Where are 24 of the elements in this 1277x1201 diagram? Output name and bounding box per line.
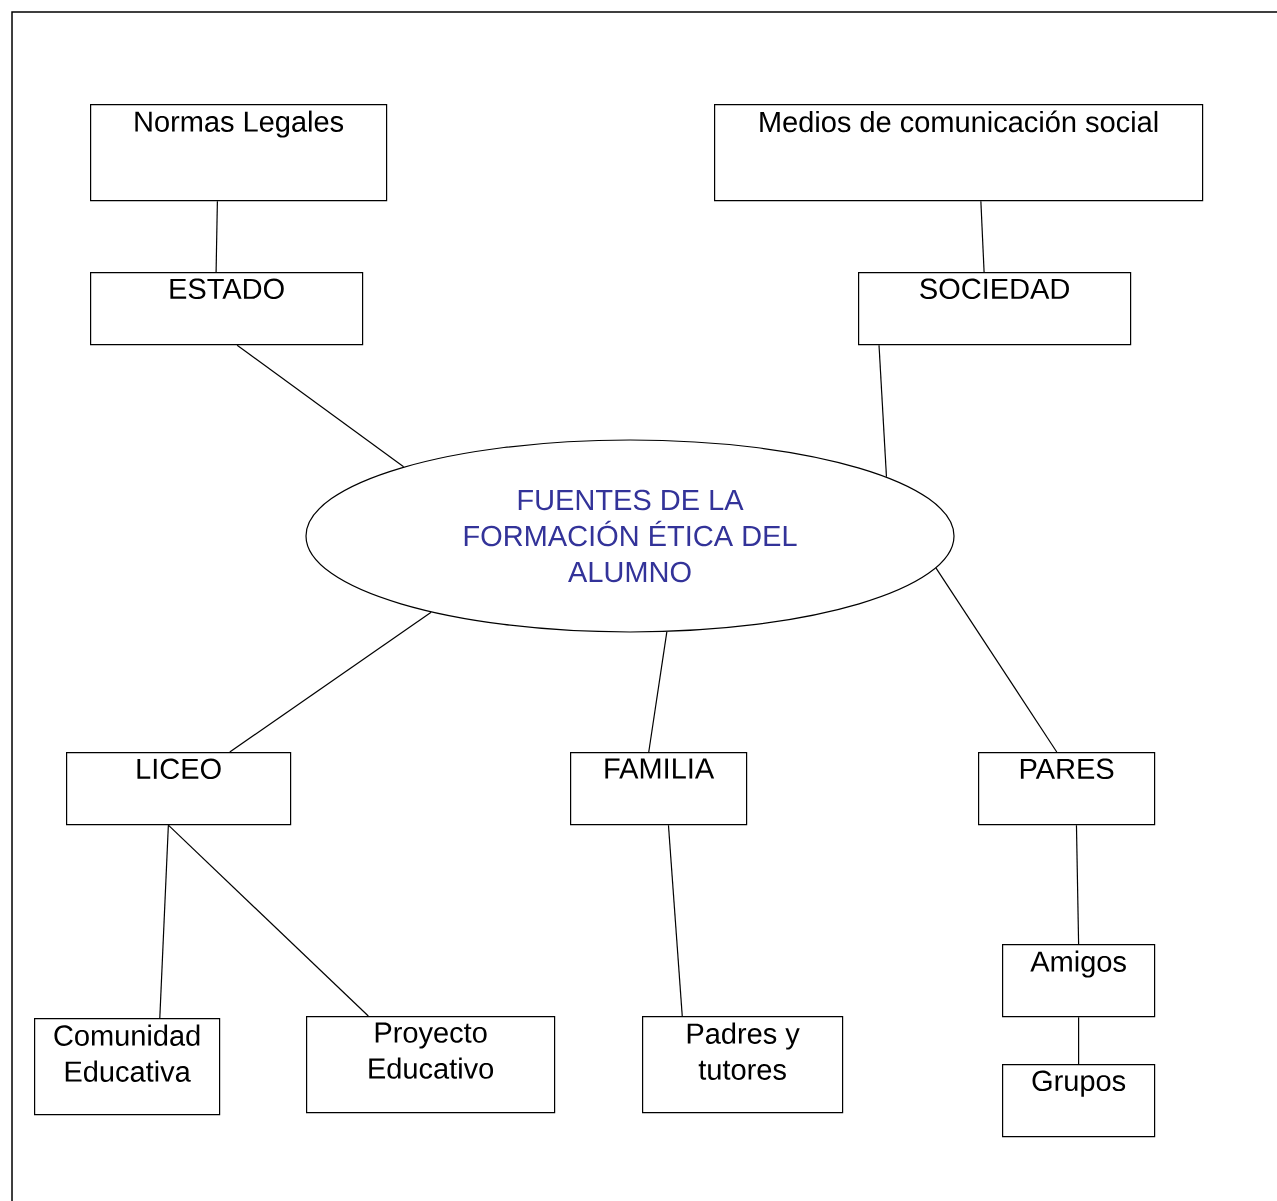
connector-line bbox=[878, 344, 888, 478]
connector-line bbox=[159, 824, 169, 1019]
connector-line bbox=[980, 200, 985, 273]
connector-line bbox=[1075, 824, 1080, 945]
connector-line bbox=[236, 344, 405, 468]
connector-line bbox=[648, 631, 668, 753]
text-box: Medios de comunicación social bbox=[714, 104, 1204, 202]
connector-line bbox=[1078, 1016, 1080, 1065]
text-box: Padres y tutores bbox=[642, 1016, 844, 1114]
text-box: Comunidad Educativa bbox=[34, 1018, 221, 1116]
text-box: PARES bbox=[978, 752, 1156, 826]
text-box: SOCIEDAD bbox=[858, 271, 1132, 346]
connector-line bbox=[667, 824, 683, 1017]
connector-line bbox=[215, 200, 218, 273]
text-box: LICEO bbox=[66, 752, 292, 826]
text-box: Normas Legales bbox=[90, 104, 388, 202]
text-box: Proyecto Educativo bbox=[306, 1016, 556, 1114]
connector-line bbox=[229, 611, 432, 753]
text-box: ESTADO bbox=[90, 271, 364, 346]
text-box: Grupos bbox=[1002, 1064, 1156, 1138]
connector-line bbox=[167, 824, 369, 1017]
text-box: Amigos bbox=[1002, 944, 1156, 1018]
connector-line bbox=[935, 567, 1058, 753]
text-box: FAMILIA bbox=[570, 752, 748, 826]
